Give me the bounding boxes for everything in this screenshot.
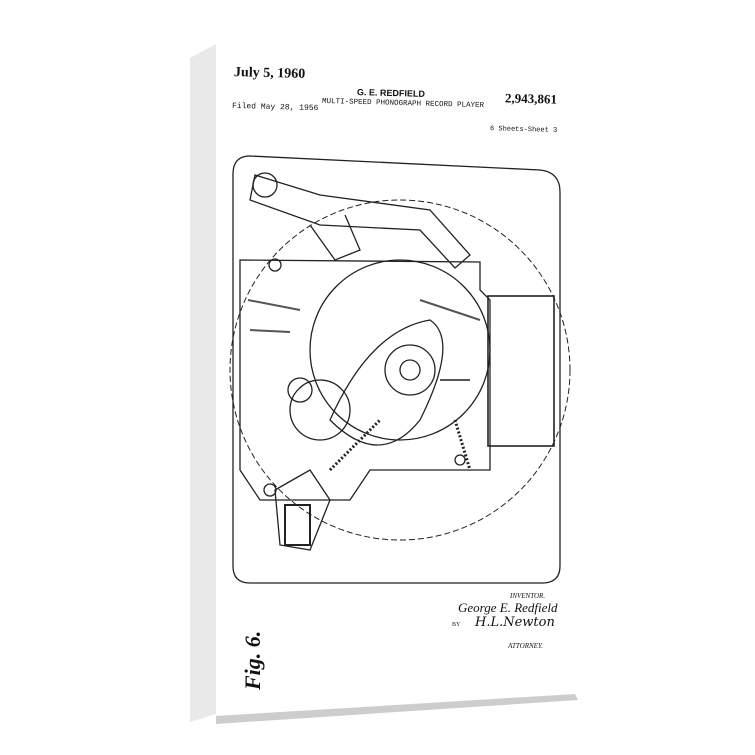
by-label: BY bbox=[452, 622, 461, 628]
chassis-plate bbox=[239, 259, 491, 501]
turntable-base-outline bbox=[232, 155, 561, 584]
turntable-platter bbox=[309, 259, 491, 441]
pivot bbox=[252, 172, 278, 198]
record-disc bbox=[229, 199, 571, 541]
spring-2 bbox=[453, 419, 472, 471]
figure-label: Fig. 6. bbox=[240, 630, 265, 690]
spindle bbox=[384, 344, 436, 396]
idler-wheel bbox=[289, 379, 351, 441]
attorney-label: ATTORNEY. bbox=[508, 642, 543, 650]
tone-arm bbox=[249, 174, 471, 269]
speed-cam bbox=[329, 319, 444, 446]
cartridge-arm bbox=[309, 214, 361, 261]
inventor-label: INVENTOR. bbox=[510, 592, 546, 600]
attorney-signature: H.L.Newton bbox=[475, 615, 555, 630]
lever bbox=[274, 469, 331, 551]
inventor-signature: George E. Redfield bbox=[458, 600, 558, 615]
tone-arm-housing bbox=[487, 295, 555, 447]
